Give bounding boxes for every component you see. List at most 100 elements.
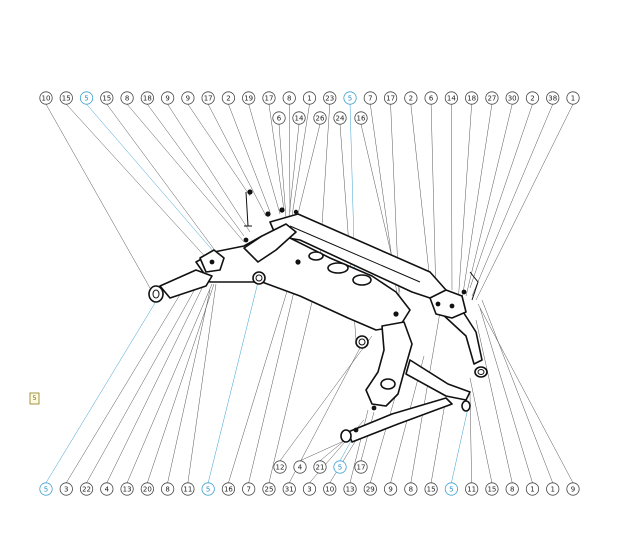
callout-bubble[interactable]: 24	[333, 111, 347, 125]
callout-bubble[interactable]: 3	[59, 482, 73, 496]
callout-bubble[interactable]: 19	[242, 91, 256, 105]
callout-number: 26	[316, 114, 325, 122]
callout-circle	[282, 482, 296, 496]
callout-bubble[interactable]: 5	[79, 91, 94, 105]
callout-bubble[interactable]: 15	[59, 91, 73, 105]
callout-number: 15	[62, 94, 71, 102]
callout-bubble[interactable]: 4	[293, 460, 307, 474]
callout-bubble[interactable]: 5	[333, 460, 347, 474]
callout-bubble[interactable]: 17	[383, 91, 398, 105]
callout-bubble[interactable]: 20	[140, 482, 154, 496]
callout-bubble[interactable]: 8	[161, 482, 175, 496]
callout-number: 19	[244, 94, 253, 102]
callout-bubble[interactable]: 5	[343, 91, 357, 105]
callout-bubble[interactable]: 14	[444, 91, 458, 105]
callout-bubble[interactable]: 11	[181, 482, 195, 496]
callout-circle	[343, 482, 357, 496]
callout-bubble[interactable]: 8	[282, 91, 296, 105]
callout-bubble[interactable]: 18	[140, 91, 154, 105]
callout-bubble[interactable]: 8	[505, 482, 519, 496]
callout-circle	[383, 482, 398, 496]
callout-bubble[interactable]: 13	[343, 482, 357, 496]
callout-circle	[161, 482, 175, 496]
callout-bubble[interactable]: 6	[424, 91, 438, 105]
leader-line	[479, 307, 533, 483]
callout-bubble[interactable]: 6	[272, 111, 286, 125]
callout-number: 6	[429, 94, 434, 102]
callout-bubble[interactable]: 38	[546, 91, 560, 105]
callout-bubble[interactable]: 10	[323, 482, 337, 496]
callout-bubble[interactable]: 31	[282, 482, 296, 496]
callout-circle	[293, 460, 307, 474]
callout-bubble[interactable]: 30	[505, 91, 519, 105]
leader-line	[475, 319, 513, 483]
callout-bubble[interactable]: 15	[424, 482, 438, 496]
anti-roll-link-left	[244, 191, 252, 227]
callout-circle	[333, 111, 347, 125]
callout-bubble[interactable]: 3	[302, 482, 317, 496]
bolts	[209, 189, 467, 433]
callout-circle	[323, 91, 337, 105]
callout-bubble[interactable]: 15	[485, 482, 499, 496]
callout-bubble[interactable]: 8	[120, 91, 134, 105]
callout-bubble[interactable]: 2	[404, 91, 418, 105]
callout-bubble[interactable]: 9	[566, 482, 580, 496]
page-marker-icon[interactable]: 5	[29, 392, 40, 405]
callout-bubble[interactable]: 17	[262, 91, 276, 105]
callout-bubble[interactable]: 14	[292, 111, 306, 125]
callout-circle	[505, 482, 519, 496]
callout-bubble[interactable]: 4	[100, 482, 114, 496]
callout-bubble[interactable]: 2	[221, 91, 236, 105]
callout-bubble[interactable]: 7	[363, 91, 377, 105]
callout-circle	[201, 482, 215, 496]
callout-circle	[39, 91, 53, 105]
callout-bubble[interactable]: 25	[262, 482, 276, 496]
callout-bubble[interactable]: 2	[525, 91, 540, 105]
right-mount-block	[429, 289, 467, 319]
callout-bubble[interactable]: 26	[313, 111, 327, 125]
callout-bubble[interactable]: 5	[444, 482, 458, 496]
callout-bubble[interactable]: 22	[79, 482, 94, 496]
callout-bubble[interactable]: 11	[465, 482, 479, 496]
callout-bubble[interactable]: 29	[363, 482, 377, 496]
callout-bubble[interactable]: 16	[221, 482, 236, 496]
callout-bubble[interactable]: 1	[546, 482, 560, 496]
callout-bubble[interactable]: 21	[313, 460, 327, 474]
callout-bubble[interactable]: 27	[485, 91, 499, 105]
callout-number: 8	[287, 94, 291, 102]
callout-bubble[interactable]: 9	[181, 91, 195, 105]
callout-bubble[interactable]: 17	[201, 91, 215, 105]
callout-number: 7	[246, 485, 250, 493]
callout-number: 15	[427, 485, 436, 493]
callout-number: 10	[42, 94, 51, 102]
callout-bubble[interactable]: 5	[39, 482, 53, 496]
callout-number: 16	[357, 114, 366, 122]
callout-bubble[interactable]: 1	[302, 91, 317, 105]
callout-bubble[interactable]: 1	[525, 482, 540, 496]
callout-number: 9	[165, 94, 169, 102]
callout-bubble[interactable]: 10	[39, 91, 53, 105]
leader-line	[207, 281, 259, 483]
callout-circle	[333, 460, 347, 474]
callout-bubble[interactable]: 8	[404, 482, 418, 496]
callout-bubble[interactable]: 1	[566, 91, 580, 105]
callout-bubble[interactable]: 9	[383, 482, 398, 496]
callout-bubble[interactable]: 9	[161, 91, 175, 105]
leader-line	[469, 104, 533, 289]
callout-circle	[313, 460, 327, 474]
callout-bubble[interactable]: 7	[242, 482, 256, 496]
callout-bubble[interactable]: 16	[354, 111, 368, 125]
callout-bubble[interactable]: 13	[120, 482, 134, 496]
callout-bubble[interactable]: 12	[273, 460, 287, 474]
callout-number: 15	[487, 485, 496, 493]
callout-bubble[interactable]: 5	[201, 482, 215, 496]
lower-trailing-link	[347, 397, 453, 443]
callout-bubble[interactable]: 17	[354, 460, 368, 474]
callout-number: 5	[449, 485, 453, 493]
callout-circle	[302, 91, 317, 105]
leader-line	[477, 303, 574, 483]
callout-number: 27	[487, 94, 496, 102]
callout-bubble[interactable]: 15	[100, 91, 114, 105]
callout-bubble[interactable]: 18	[465, 91, 479, 105]
callout-bubble[interactable]: 23	[323, 91, 337, 105]
